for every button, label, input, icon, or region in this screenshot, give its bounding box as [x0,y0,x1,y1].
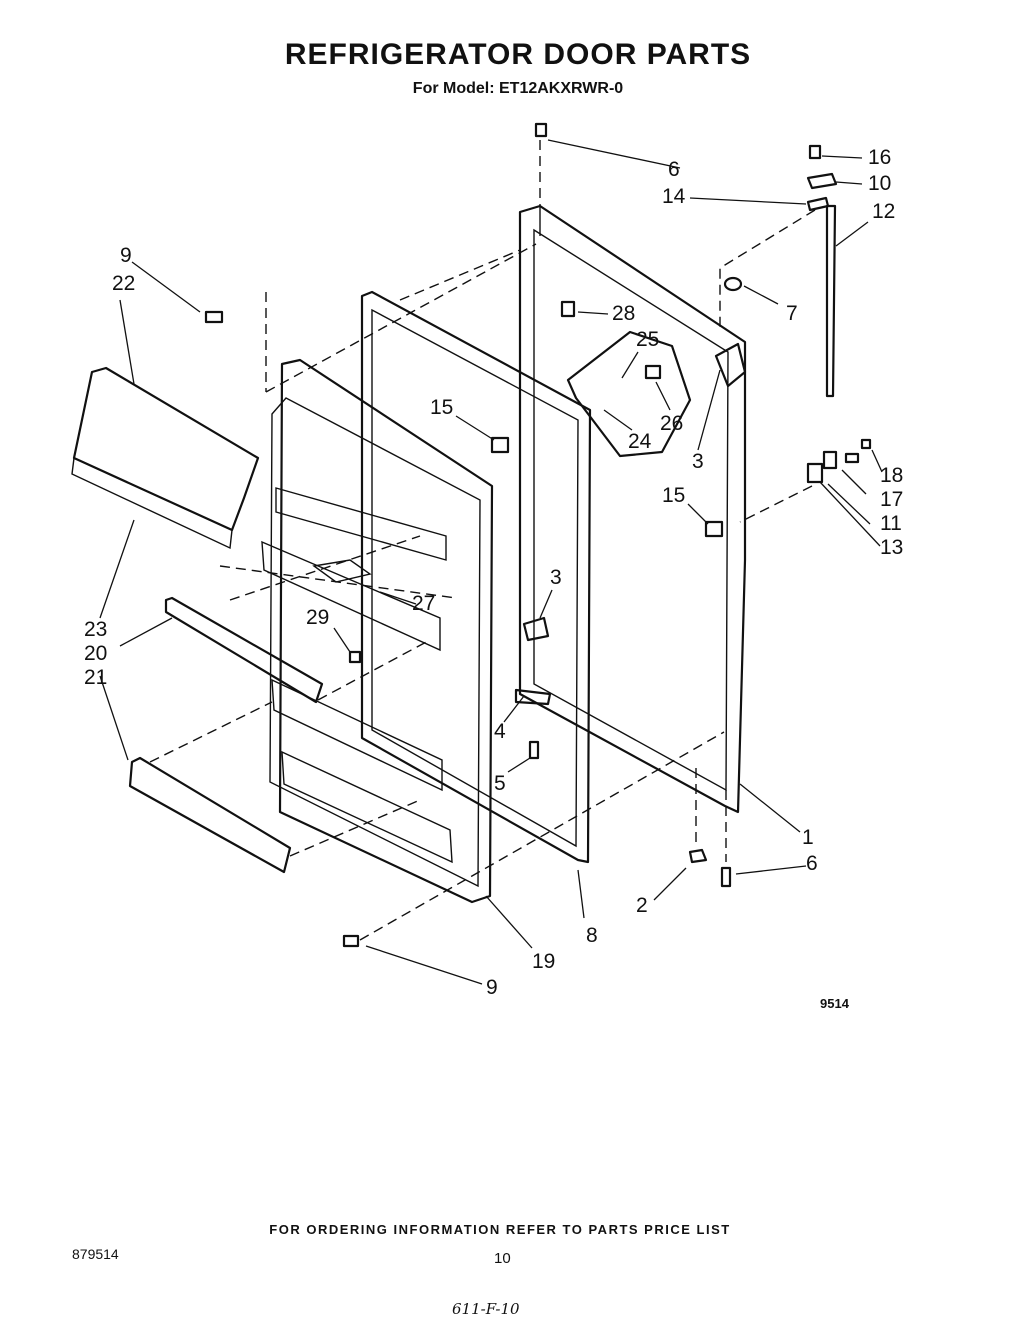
callout-5: 5 [494,772,506,795]
callout-9-top: 9 [120,244,132,267]
callout-26: 26 [660,412,683,435]
callout-19: 19 [532,950,555,973]
page-title: REFRIGERATOR DOOR PARTS [284,38,752,71]
callout-22: 22 [112,272,135,295]
door-handle [825,204,837,398]
callout-17: 17 [880,488,903,511]
callout-9-bottom: 9 [486,976,498,999]
callout-12: 12 [872,200,895,223]
callout-7: 7 [786,302,798,325]
callout-28: 28 [612,302,635,325]
shelf-bar-20 [164,596,324,704]
callout-4: 4 [494,720,506,743]
callout-3-mid: 3 [550,566,562,589]
model-subtitle: For Model: ET12AKXRWR-0 [412,80,624,97]
callout-1: 1 [802,826,814,849]
callout-10: 10 [868,172,891,195]
door-outer-panel [518,204,747,814]
hardware [204,122,872,948]
callout-2: 2 [636,894,648,917]
callout-6-bottom: 6 [806,852,818,875]
callout-6-top: 6 [668,158,680,181]
callout-14: 14 [662,185,686,208]
shelf-bar-21 [128,756,292,874]
callout-21: 21 [84,666,107,689]
callout-23: 23 [84,618,107,641]
callout-11: 11 [880,512,902,535]
page-number: 10 [494,1250,511,1267]
callout-24: 24 [628,430,652,453]
ordering-note: FOR ORDERING INFORMATION REFER TO PARTS … [269,1222,731,1237]
door-liner [261,358,494,904]
door-gasket [360,290,592,864]
callout-15-left: 15 [430,396,453,419]
callout-16: 16 [868,146,891,169]
callout-13: 13 [880,536,903,559]
callout-18: 18 [880,464,903,487]
callout-27: 27 [412,592,435,615]
handwritten-note: 611-F-10 [452,1300,520,1318]
document-number: 879514 [72,1246,119,1262]
callout-15-right: 15 [662,484,685,507]
leader-lines [99,139,883,985]
callout-3-right: 3 [692,450,704,473]
callout-25: 25 [636,328,659,351]
diagram-reference: 9514 [820,996,849,1011]
callout-8: 8 [586,924,598,947]
alignment-lines [149,140,816,941]
callout-20: 20 [84,642,107,665]
callout-labels: 6 16 10 14 12 9 22 7 28 25 15 26 24 3 15… [84,146,903,999]
callout-29: 29 [306,606,329,629]
dairy-door-cover [71,366,260,550]
